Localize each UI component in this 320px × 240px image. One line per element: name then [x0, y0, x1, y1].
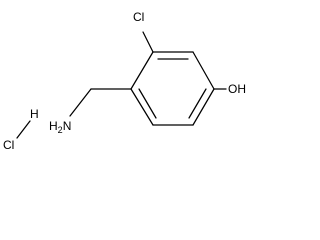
- amine-label: H2N: [49, 119, 71, 135]
- hydroxyl-label: OH: [228, 82, 246, 96]
- bond-hydrochloride: [16, 120, 31, 139]
- salt-hydrogen-label: H: [30, 107, 39, 121]
- amine-subscript: 2: [58, 125, 63, 135]
- bond-ring-to-chlorine: [142, 31, 154, 53]
- ring-bond-c6-c1: [130, 88, 154, 126]
- ring-bond-c4-c5: [192, 88, 215, 126]
- ring-double-bond-c1-c6: [138, 88, 157, 119]
- amine-nitrogen: N: [63, 119, 72, 133]
- ring-bond-c3-c4: [192, 51, 215, 90]
- benzene-ring: [130, 51, 215, 126]
- salt-chlorine-label: Cl: [3, 138, 14, 152]
- amine-hydrogen: H: [49, 119, 58, 133]
- ring-bond-c1-c2: [130, 51, 154, 90]
- ring-double-bond-c4-c5: [188, 88, 207, 119]
- chemical-structure-diagram: Cl OH H2N H Cl: [3, 10, 246, 152]
- chlorine-ring-label: Cl: [133, 10, 144, 24]
- bond-methylene-to-amine: [69, 88, 92, 117]
